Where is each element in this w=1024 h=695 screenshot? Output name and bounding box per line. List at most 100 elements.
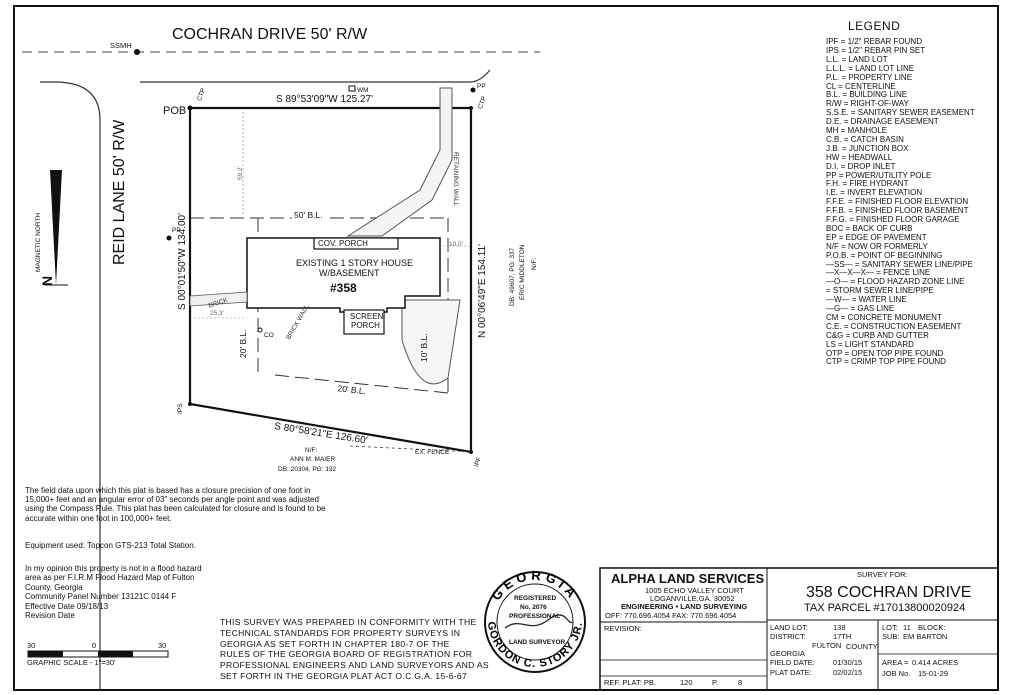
land-lot-value: 138	[833, 623, 846, 632]
block-label: BLOCK:	[918, 623, 946, 632]
survey-for-label: SURVEY FOR:	[857, 570, 908, 579]
sub-value: EM BARTON	[903, 632, 948, 641]
cov-porch-label: COV. PORCH	[318, 239, 368, 248]
cov-porch-box	[313, 237, 399, 250]
company-address2: LOGANVILLE,GA. 30052	[650, 594, 735, 603]
pp-top-label: PP	[477, 83, 486, 90]
legend-item: CL = CENTERLINE	[826, 81, 896, 91]
ipf-marker	[469, 450, 473, 454]
screen-porch-label-1: SCREEN	[350, 312, 384, 321]
bearing-north: S 89°53'09"W 125.27'	[276, 94, 373, 105]
pob-marker	[187, 105, 193, 111]
legend-item: C.B. = CATCH BASIN	[826, 134, 904, 144]
legend-item: OTP = OPEN TOP PIPE FOUND	[826, 348, 944, 358]
pob-label: POB	[163, 105, 187, 117]
legend-item: D.E. = DRAINAGE EASEMENT	[826, 117, 939, 127]
legend-item: CM = CONCRETE MONUMENT	[826, 312, 942, 322]
house-number: #358	[330, 281, 357, 295]
ref-plat-p-label: P.	[712, 678, 719, 687]
district-label: DISTRICT:	[770, 632, 806, 641]
legend-item: J.B. = JUNCTION BOX	[826, 143, 909, 153]
legend-item: S.S.E. = SANITARY SEWER EASEMENT	[826, 108, 975, 118]
screen-porch-label-2: PORCH	[351, 321, 380, 330]
surveyor-signature	[504, 614, 573, 629]
legend-item: LS = LIGHT STANDARD	[826, 339, 914, 349]
legend-item: = STORM SEWER LINE/PIPE	[826, 286, 934, 296]
ex-fence-label: EX. FENCE	[415, 449, 450, 456]
house-label-line1: EXISTING 1 STORY HOUSE	[296, 258, 414, 268]
legend-item: MH = MANHOLE	[826, 126, 888, 135]
legend-item: PP = POWER/UTILITY POLE	[826, 170, 932, 180]
conformity-line: THIS SURVEY WAS PREPARED IN CONFORMITY W…	[220, 617, 477, 627]
flood-note-line: Effective Date 09/18/13	[25, 601, 109, 611]
surveyor-seal	[484, 571, 586, 673]
screen-porch-box	[343, 309, 385, 335]
ips-marker	[188, 402, 192, 406]
equipment-note: Equipment used: Topcon GTS-213 Total Sta…	[25, 541, 196, 550]
neighbor-south-db: DB: 20304, PG: 192	[278, 466, 337, 473]
county-value: FULTON	[812, 641, 842, 650]
ref-plat-label: REF. PLAT: PB.	[604, 678, 656, 687]
neighbor-east-db: DB: 49607, PG: 337	[509, 247, 516, 306]
ref-plat-p: 8	[738, 678, 743, 687]
field-date-label: FIELD DATE:	[770, 658, 815, 667]
company-name: ALPHA LAND SERVICES	[611, 571, 765, 586]
dim-25-label: 25.3'	[210, 310, 224, 317]
legend-item: F.F.E. = FINISHED FLOOR ELEVATION	[826, 197, 969, 207]
sheet-border	[13, 5, 999, 691]
bl-left-label: 20' B.L.	[238, 329, 248, 358]
legend-item: BOC = BACK OF CURB	[826, 223, 913, 233]
bearing-east: N 00°06'49"E 154.11'	[477, 243, 488, 338]
area-label: AREA =	[882, 658, 909, 667]
legend-item: R/W = RIGHT-OF-WAY	[826, 99, 909, 109]
ctp-marker	[469, 106, 473, 110]
legend-item: D.I. = DROP INLET	[826, 161, 896, 171]
state-value: GEORGIA	[770, 649, 806, 658]
conformity-line: PROFESSIONAL ENGINEERS AND LAND SURVEYOR…	[220, 660, 489, 671]
magnetic-north-label: MAGNETIC NORTH	[35, 212, 42, 272]
legend-title: LEGEND	[848, 19, 901, 33]
legend-item: —G— = GAS LINE	[826, 304, 895, 313]
plat-date-value: 02/02/15	[833, 668, 863, 677]
legend-item: C&G = CURB AND GUTTER	[826, 330, 929, 340]
dim-10-label: 10.0'	[449, 241, 463, 248]
scale-n1: 0	[92, 641, 97, 650]
county-label: COUNTY	[846, 642, 878, 651]
flood-note-line: In my opinion this property is not in a …	[25, 564, 202, 573]
neighbor-east-nf: N/F:	[531, 257, 538, 270]
seal-professional: PROFESSIONAL	[509, 613, 561, 620]
seal-no: No. 2076	[520, 604, 547, 611]
wm-label: WM	[357, 87, 369, 94]
plat-date-label: PLAT DATE:	[770, 668, 812, 677]
lot-label: LOT:	[882, 623, 898, 632]
cochran-edge	[140, 69, 491, 83]
scale-n2: 30	[158, 641, 167, 650]
wm-marker	[348, 85, 356, 92]
field-date-value: 01/30/15	[833, 658, 863, 667]
neighbor-south-nf: N/F:	[305, 447, 318, 454]
company-services: ENGINEERING • LAND SURVEYING	[621, 602, 748, 611]
legend-item: B.L. = BUILDING LINE	[826, 90, 908, 100]
legend-item: I.E. = INVERT ELEVATION	[826, 188, 923, 198]
sub-label: SUB:	[882, 632, 900, 641]
flood-note-line: Community Panel Number 13121C 0144 F	[25, 592, 177, 602]
conformity-line: GEORGIA AS SET FORTH IN CHAPTER 180-7 OF…	[220, 638, 450, 649]
seal-registered: REGISTERED	[514, 595, 557, 602]
revision-label: REVISION:	[604, 624, 642, 633]
legend-item: P.O.B. = POINT OF BEGINNING	[826, 250, 943, 260]
legend-item: L.L. = LAND LOT	[826, 54, 888, 64]
driveway	[346, 87, 453, 237]
pp-left-label: PP	[172, 227, 181, 234]
lot-value: 11	[903, 623, 911, 632]
legend-item: —W— = WATER LINE	[826, 295, 907, 305]
area-value: 0.414 ACRES	[912, 658, 959, 667]
reid-edge-inner	[40, 81, 101, 690]
scale-n0: 30	[27, 641, 36, 650]
legend-item: HW = HEADWALL	[826, 152, 893, 162]
land-lot-label: LAND LOT:	[770, 623, 808, 632]
legend-item: CTP = CRIMP TOP PIPE FOUND	[826, 357, 946, 367]
conformity-line: RULES OF THE GEORGIA BOARD OF REGISTRATI…	[220, 649, 473, 660]
house-label-line2: W/BASEMENT	[319, 268, 380, 278]
